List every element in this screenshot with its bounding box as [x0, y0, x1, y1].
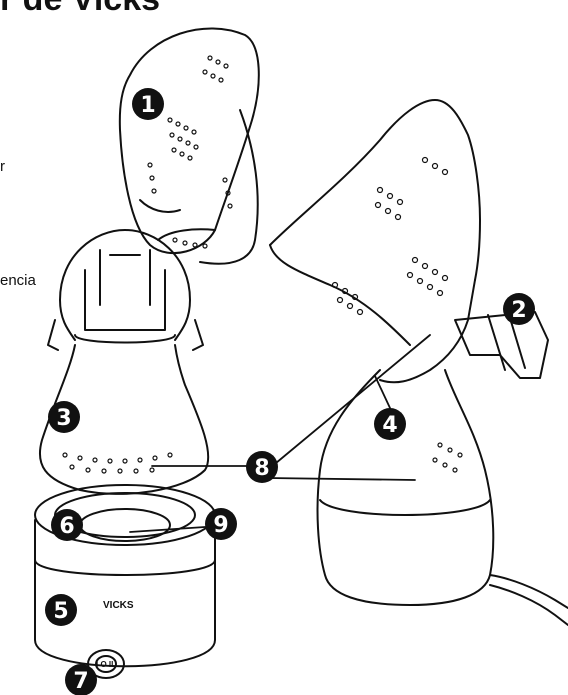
- assembled-inhaler: [270, 100, 568, 625]
- power-switch-label: I O II: [96, 660, 113, 669]
- svg-text:8: 8: [254, 456, 269, 481]
- cone-holes: [63, 453, 172, 473]
- svg-text:3: 3: [56, 406, 71, 431]
- svg-text:2: 2: [511, 298, 526, 323]
- facial-mask: [120, 28, 259, 263]
- svg-text:7: 7: [73, 669, 88, 694]
- callout-5: 5: [45, 594, 77, 626]
- svg-text:9: 9: [213, 513, 228, 538]
- brand-label: VICKS: [103, 600, 134, 611]
- callout-1: 1: [132, 88, 164, 120]
- callout-4: 4: [374, 408, 406, 440]
- svg-text:4: 4: [382, 413, 397, 438]
- svg-text:1: 1: [140, 93, 155, 118]
- callout-8: 8: [246, 451, 278, 483]
- callout-3: 3: [48, 401, 80, 433]
- svg-text:6: 6: [59, 514, 74, 539]
- inner-cone: [40, 230, 208, 494]
- svg-text:5: 5: [53, 599, 68, 624]
- callout-7: 7: [65, 664, 97, 695]
- callout-6: 6: [51, 509, 83, 541]
- callout-9: 9: [205, 508, 237, 540]
- callout-2: 2: [503, 293, 535, 325]
